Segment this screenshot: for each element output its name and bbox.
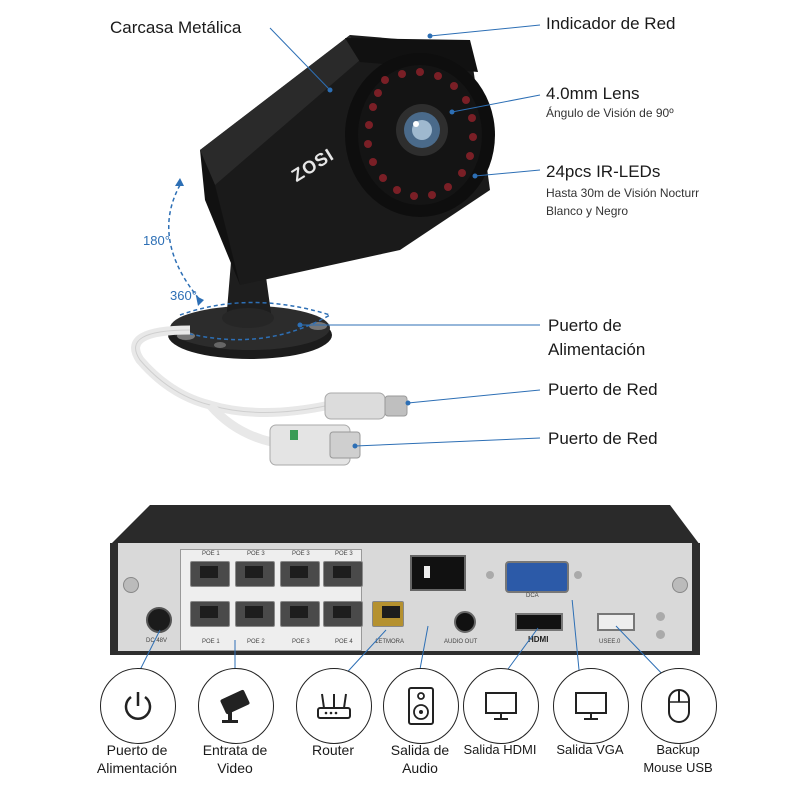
audio-out-label: AUDIO OUT [444, 639, 478, 645]
hdmi-port [515, 613, 563, 631]
feature-label: Salida HDMI [463, 742, 537, 757]
poe-port [323, 561, 363, 587]
lens-subtitle: Ángulo de Visión de 90º [546, 106, 674, 120]
vga-label: DCA [526, 593, 539, 599]
speaker-icon [408, 687, 434, 725]
lens-title: 4.0mm Lens [546, 84, 640, 103]
rotation-vertical-label: 180° [143, 233, 170, 248]
screw [574, 571, 582, 579]
feature-hdmi-circle [463, 668, 539, 744]
monitor-icon [575, 692, 607, 720]
hdmi-label: HDMI [528, 635, 549, 644]
feature-router-circle [296, 668, 372, 744]
poe-bottom-label: POE 1 [202, 639, 220, 645]
screw [486, 571, 494, 579]
poe-bottom-label: POE 4 [335, 639, 353, 645]
vga-port [505, 561, 569, 593]
nvr-device: DC 48V POE 1 POE 3 POE 3 POE 3 POE 1 POE… [110, 505, 700, 655]
feature-power-circle [100, 668, 176, 744]
poe-top-label: POE 3 [292, 551, 310, 557]
feature-vga-circle [553, 668, 629, 744]
poe-port [190, 561, 230, 587]
power-port-line-1: Puerto de [548, 316, 622, 335]
camera-illustration [131, 24, 541, 466]
leds-line-2: Blanco y Negro [546, 204, 629, 218]
power-port-line-2: Alimentación [548, 340, 646, 359]
leds-line-1: Hasta 30m de Visión Nocturr [546, 186, 700, 200]
ethernet-label: 1ETMORA [375, 639, 405, 645]
feature-camera-circle [198, 668, 274, 744]
poe-port [323, 601, 363, 627]
screw [656, 630, 665, 639]
poe-port [280, 561, 320, 587]
network-port-label-2: Puerto de Red [548, 429, 658, 448]
poe-bottom-label: POE 2 [247, 639, 265, 645]
poe-port [235, 561, 275, 587]
poe-top-label: POE 1 [202, 551, 220, 557]
poe-port [235, 601, 275, 627]
dc-label: DC 48V [146, 638, 168, 644]
camera-icon [220, 689, 250, 723]
feature-label: Router [311, 742, 355, 758]
usb-label: USEE.0 [599, 639, 621, 645]
screw [656, 612, 665, 621]
screw [672, 577, 688, 593]
leds-title: 24pcs IR-LEDs [546, 162, 661, 181]
monitor-icon [485, 692, 517, 720]
audio-out-port [454, 611, 476, 633]
poe-top-label: POE 3 [247, 551, 265, 557]
poe-bottom-label: POE 3 [292, 639, 310, 645]
poe-top-label: POE 3 [335, 551, 353, 557]
feature-usb-circle [641, 668, 717, 744]
rotation-horizontal-label: 360° [170, 288, 197, 303]
feature-audio-circle [383, 668, 459, 744]
mouse-icon [668, 689, 690, 723]
power-switch [410, 555, 466, 591]
poe-port [190, 601, 230, 627]
power-icon [124, 692, 152, 720]
usb-port [597, 613, 635, 631]
network-port-label-1: Puerto de Red [548, 380, 658, 399]
feature-label: Salida VGA [556, 742, 624, 757]
ethernet-port [372, 601, 404, 627]
poe-port [280, 601, 320, 627]
screw [123, 577, 139, 593]
network-indicator-label: Indicador de Red [546, 14, 676, 33]
router-icon [317, 693, 351, 719]
housing-label: Carcasa Metálica [110, 18, 242, 37]
